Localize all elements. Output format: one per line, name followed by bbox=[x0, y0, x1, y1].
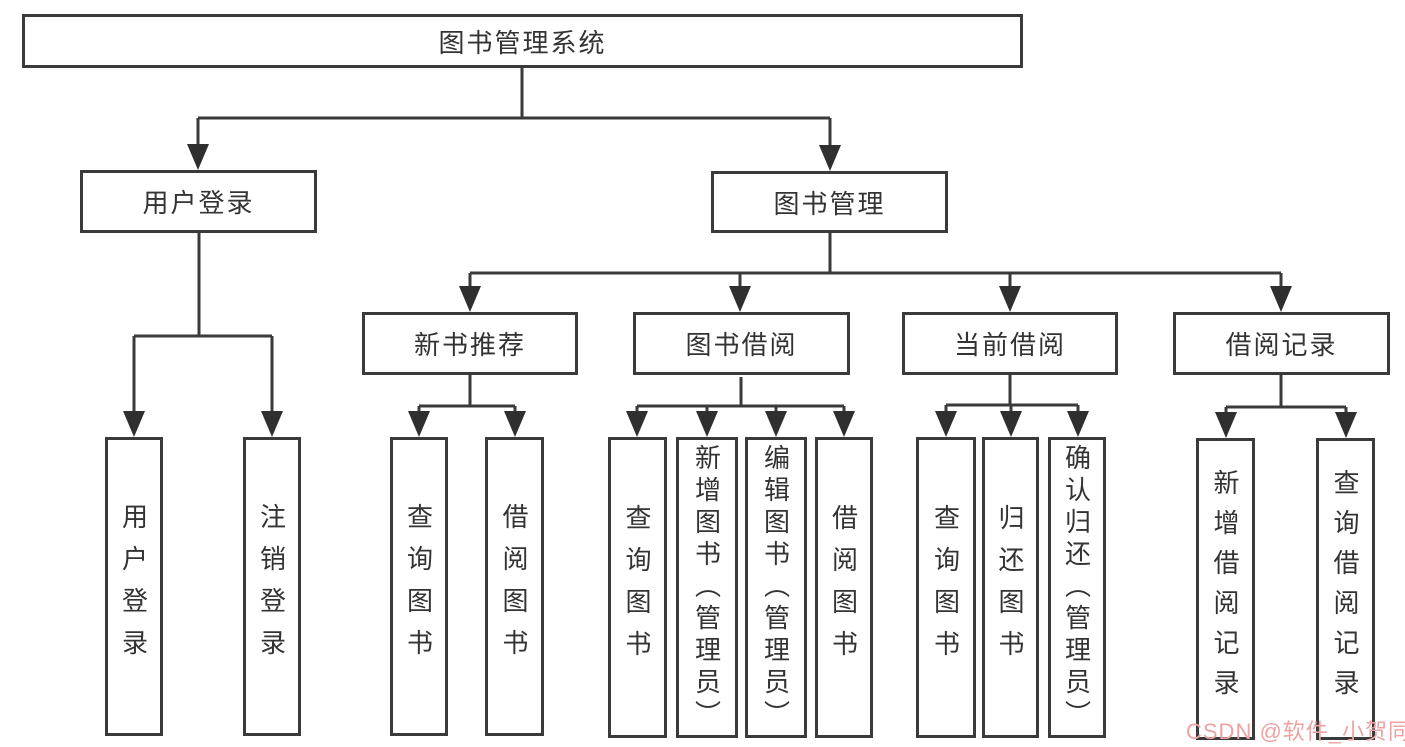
leaf-br-add-record-label: 新增借阅记录 bbox=[1210, 469, 1240, 709]
leaf-cb-return-book-label: 归还图书 bbox=[995, 503, 1025, 672]
node-current-borrow: 当前借阅 bbox=[902, 312, 1118, 375]
node-borrow-record: 借阅记录 bbox=[1173, 312, 1390, 375]
leaf-bb-add-book: 新增图书（管理员） bbox=[676, 437, 738, 738]
leaf-nbr-borrow-book: 借阅图书 bbox=[485, 437, 544, 736]
leaf-nbr-query-book: 查询图书 bbox=[390, 437, 448, 736]
node-new-book-recommend: 新书推荐 bbox=[362, 312, 578, 375]
leaf-br-query-record-label: 查询借阅记录 bbox=[1330, 469, 1360, 709]
leaf-bb-add-book-label: 新增图书（管理员） bbox=[691, 443, 722, 732]
node-book-borrow: 图书借阅 bbox=[633, 312, 850, 375]
leaf-br-add-record: 新增借阅记录 bbox=[1196, 438, 1255, 740]
node-user-login: 用户登录 bbox=[80, 170, 317, 233]
leaf-nbr-query-book-label: 查询图书 bbox=[403, 502, 434, 671]
node-book-management: 图书管理 bbox=[711, 171, 948, 233]
leaf-bb-edit-book-label: 编辑图书（管理员） bbox=[760, 443, 791, 732]
leaf-logout-label: 注销登录 bbox=[256, 502, 287, 671]
watermark: CSDN @软件_小贺同学 bbox=[1186, 719, 1405, 744]
leaf-cb-confirm-return: 确认归还（管理员） bbox=[1048, 437, 1106, 738]
leaf-br-query-record: 查询借阅记录 bbox=[1316, 438, 1375, 740]
leaf-logout: 注销登录 bbox=[243, 437, 301, 736]
leaf-nbr-borrow-book-label: 借阅图书 bbox=[499, 502, 529, 671]
leaf-user-login-label: 用户登录 bbox=[118, 502, 149, 671]
node-book-borrow-label: 图书借阅 bbox=[685, 330, 798, 360]
leaf-bb-query-book-label: 查询图书 bbox=[622, 503, 652, 672]
node-borrow-record-label: 借阅记录 bbox=[1225, 330, 1338, 360]
leaf-cb-confirm-return-label: 确认归还（管理员） bbox=[1061, 443, 1092, 732]
node-current-borrow-label: 当前借阅 bbox=[953, 330, 1066, 360]
node-root: 图书管理系统 bbox=[22, 14, 1023, 68]
leaf-cb-query-book-label: 查询图书 bbox=[930, 503, 961, 672]
node-book-management-label: 图书管理 bbox=[773, 188, 886, 219]
leaf-bb-edit-book: 编辑图书（管理员） bbox=[745, 437, 807, 738]
node-new-book-recommend-label: 新书推荐 bbox=[413, 330, 526, 360]
leaf-bb-borrow-book: 借阅图书 bbox=[815, 437, 873, 738]
node-user-login-label: 用户登录 bbox=[142, 188, 255, 218]
leaf-bb-query-book: 查询图书 bbox=[608, 437, 667, 738]
leaf-user-login: 用户登录 bbox=[105, 437, 163, 736]
node-root-label: 图书管理系统 bbox=[438, 27, 607, 58]
leaf-bb-borrow-book-label: 借阅图书 bbox=[828, 503, 859, 672]
leaf-cb-return-book: 归还图书 bbox=[982, 437, 1039, 738]
leaf-cb-query-book: 查询图书 bbox=[916, 437, 976, 738]
